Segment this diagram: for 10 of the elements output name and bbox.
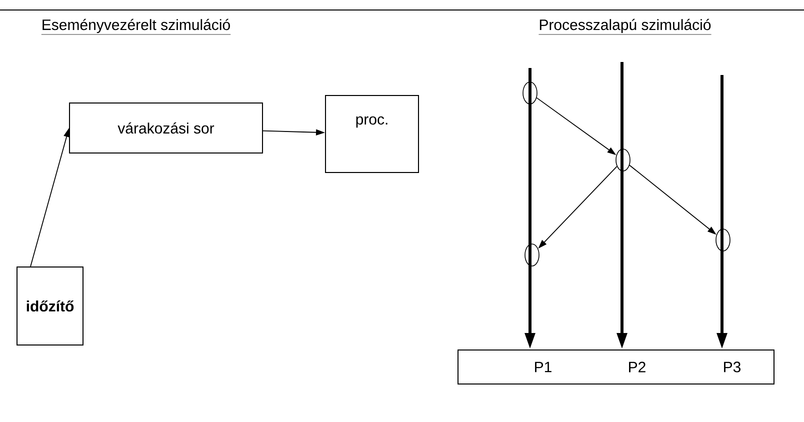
timer-box: időzítő xyxy=(16,266,84,346)
process-list-box: P1 P2 P3 xyxy=(458,349,774,384)
section-title: Eseményvezérelt szimuláció xyxy=(41,18,231,35)
section-title: Processzalapú szimuláció xyxy=(538,18,712,35)
event-circle xyxy=(616,148,630,172)
process-box: várakozási sor xyxy=(69,102,263,154)
event-circle xyxy=(524,244,540,266)
event-circle xyxy=(716,228,730,252)
process-box: proc. xyxy=(325,95,419,173)
event-circle xyxy=(522,82,538,104)
